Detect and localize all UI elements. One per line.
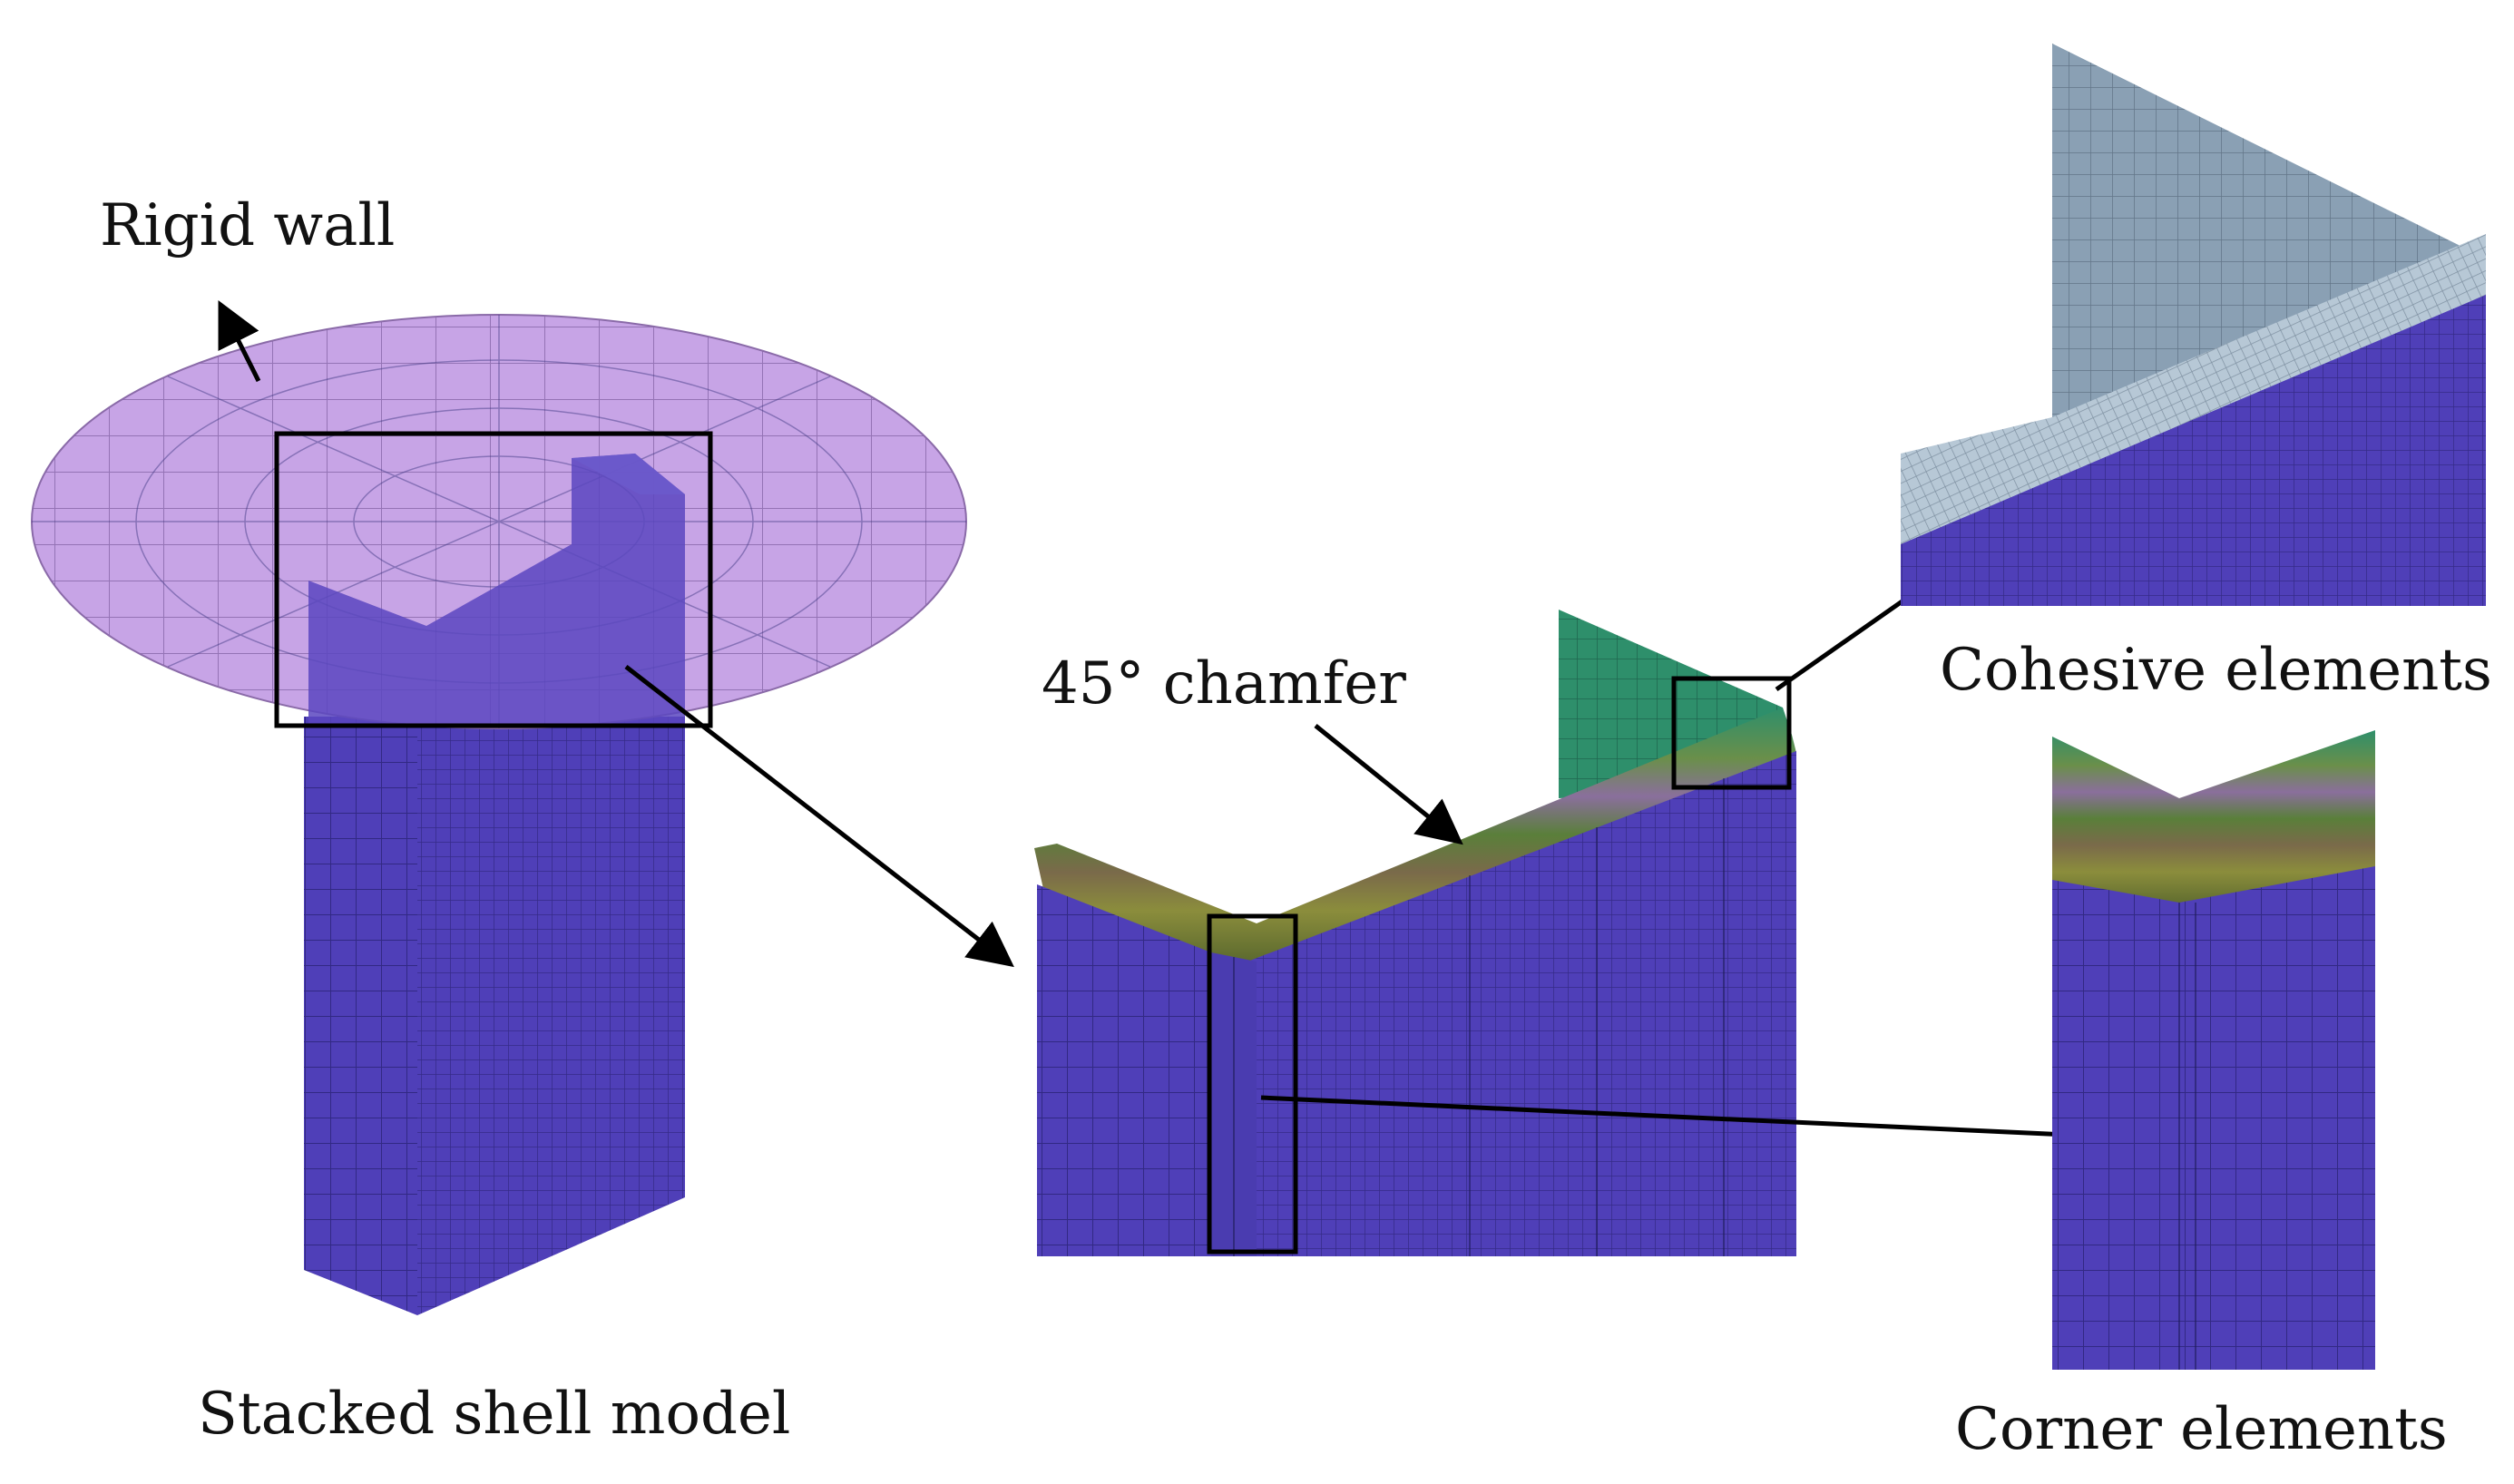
chamfer-detail <box>1034 610 1796 1256</box>
corner-elements-panel <box>2052 730 2375 1370</box>
zoom-box-corner <box>1207 913 1298 1255</box>
zoom-box-cohesive <box>1671 676 1792 790</box>
cohesive-strip <box>1901 234 2486 553</box>
rigid-wall-label: Rigid wall <box>100 192 395 259</box>
web-left <box>1037 884 1216 1256</box>
arrow-to-corner <box>1260 1095 2214 1163</box>
stacked-shell-model-label: Stacked shell model <box>198 1381 790 1448</box>
chamfer-arrow <box>1314 724 1463 845</box>
stacked-shell-model <box>304 717 685 1315</box>
corner-elements-label: Corner elements <box>1955 1396 2448 1463</box>
column-left-face <box>304 717 417 1315</box>
rigid-wall <box>31 314 967 729</box>
zoom-box-left <box>274 431 713 728</box>
cohesive-blue-body <box>1901 295 2486 606</box>
cohesive-flange <box>2052 44 2486 472</box>
corner-layers <box>2052 730 2375 907</box>
column-right-face <box>417 717 685 1315</box>
chamfer-label: 45° chamfer <box>1042 650 1406 718</box>
corner-blue-body <box>2052 866 2375 1370</box>
cohesive-elements-label: Cohesive elements <box>1940 637 2492 704</box>
zoom-arrow-middle <box>624 665 1014 968</box>
channel-top <box>308 454 685 726</box>
web-right <box>1247 751 1796 1256</box>
rigid-wall-arrow <box>218 300 261 383</box>
cohesive-elements-panel <box>1901 44 2486 606</box>
